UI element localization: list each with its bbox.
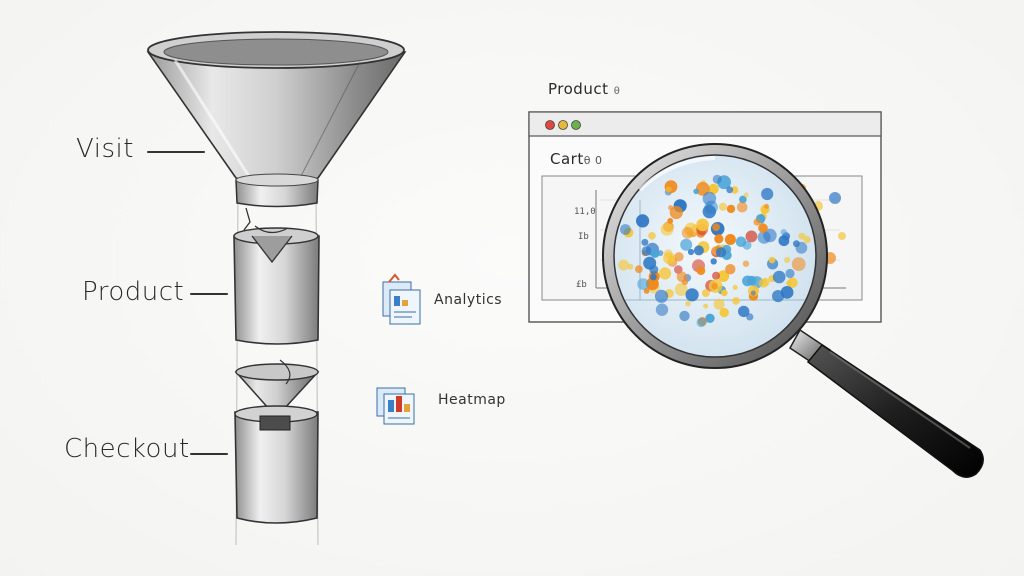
heat-dot: [736, 237, 747, 248]
heat-dot: [758, 223, 768, 233]
heat-dot: [719, 203, 727, 211]
heat-dot: [618, 260, 629, 271]
heat-dot: [680, 239, 692, 251]
heat-dot: [714, 234, 723, 243]
heat-dot: [697, 266, 706, 275]
heat-dot: [642, 246, 652, 256]
heat-dot: [651, 249, 660, 258]
heat-dot: [721, 290, 728, 297]
heat-dot: [785, 269, 794, 278]
heat-dot: [786, 281, 792, 287]
heat-dot: [751, 291, 756, 296]
heat-dot: [693, 189, 699, 195]
heat-dot: [726, 186, 733, 193]
heat-dot: [742, 276, 753, 287]
heat-dot: [743, 261, 749, 267]
heat-dot: [759, 279, 768, 288]
heat-dot: [685, 301, 691, 307]
heat-dot: [703, 205, 716, 218]
heat-dot: [635, 265, 643, 273]
heat-dot: [712, 223, 720, 231]
heat-dot: [648, 232, 656, 240]
heat-dot: [650, 274, 657, 281]
heat-dot: [732, 297, 740, 305]
heat-dot: [703, 192, 717, 206]
heat-dot: [792, 257, 806, 271]
heat-dot: [746, 231, 758, 243]
magnifier-handle: [790, 330, 983, 477]
heat-dot: [661, 223, 674, 236]
heat-dot: [705, 314, 714, 323]
heat-dot: [703, 304, 708, 309]
heat-dot: [682, 227, 694, 239]
heat-dot: [803, 236, 810, 243]
heat-dot: [714, 299, 725, 310]
heat-dot: [784, 257, 790, 263]
heat-dot: [643, 257, 656, 270]
heat-dot: [769, 257, 776, 264]
heat-dot: [697, 318, 706, 327]
heat-dot: [702, 289, 710, 297]
heat-dot: [674, 252, 683, 261]
heat-dot: [637, 278, 649, 290]
heat-dot: [620, 224, 631, 235]
heat-dot: [656, 304, 668, 316]
heat-dot: [713, 175, 722, 184]
heat-dot: [716, 247, 726, 257]
heat-dot: [725, 234, 736, 245]
heat-dot: [636, 214, 649, 227]
heat-dot: [670, 206, 683, 219]
heat-dot: [764, 204, 769, 209]
heat-dot: [773, 271, 786, 284]
heat-dot: [793, 240, 800, 247]
heat-dot: [686, 288, 699, 301]
heat-dot: [668, 256, 675, 263]
heat-dot: [781, 286, 794, 299]
heat-dot: [712, 272, 720, 280]
heat-dot: [655, 290, 668, 303]
heat-dot: [694, 245, 704, 255]
heat-dot: [712, 283, 718, 289]
heat-dot: [666, 187, 672, 193]
heat-dot: [641, 239, 648, 246]
heat-dot: [761, 188, 773, 200]
heat-dot: [677, 272, 688, 283]
heat-dot: [659, 267, 671, 279]
heat-dot: [744, 193, 749, 198]
heat-dot: [737, 202, 748, 213]
heat-dot: [711, 258, 717, 264]
heat-dot: [725, 264, 735, 274]
heat-dot: [727, 205, 735, 213]
heat-dot: [733, 285, 738, 290]
heat-dot: [679, 311, 689, 321]
heat-dot: [696, 219, 709, 232]
heat-dot: [754, 219, 761, 226]
heat-dot: [781, 229, 787, 235]
heat-dot: [627, 264, 633, 270]
heat-dot: [746, 313, 753, 320]
